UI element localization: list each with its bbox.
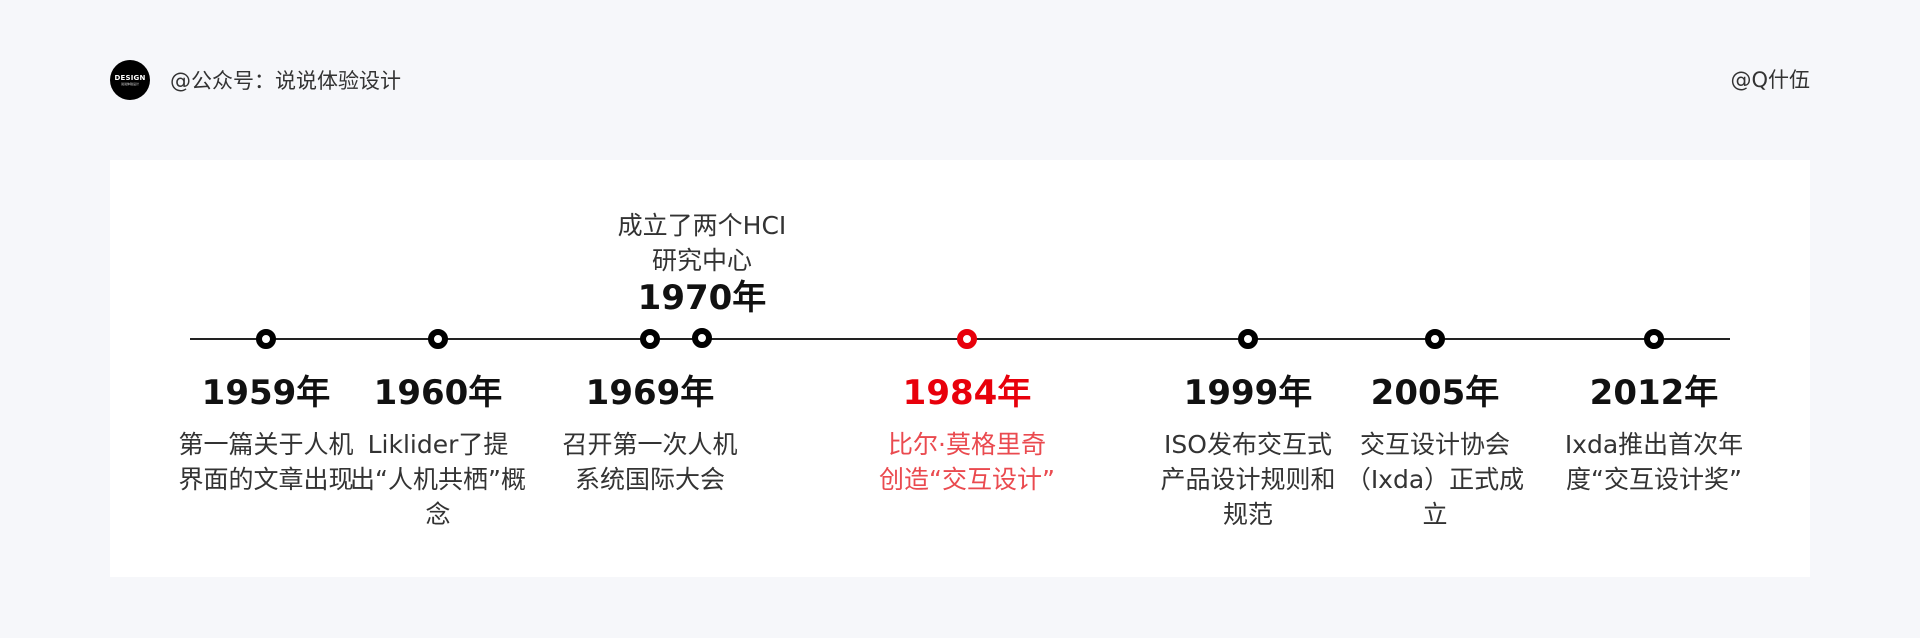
logo-subtext: 说说体验设计: [120, 81, 139, 86]
timeline-marker-icon: [957, 329, 977, 349]
timeline-marker-icon: [692, 328, 712, 348]
event-description: 第一篇关于人机界面的文章出现: [178, 430, 354, 494]
event-year: 2012年: [1589, 373, 1719, 413]
timeline-marker-icon: [1644, 329, 1664, 349]
event-description: 交互设计协会（Ixda）正式成立: [1345, 430, 1525, 529]
event-description: 召开第一次人机系统国际大会: [562, 430, 738, 494]
author-name: @Q什伍: [1730, 68, 1810, 92]
timeline-marker-icon: [428, 329, 448, 349]
timeline-marker-icon: [640, 329, 660, 349]
design-logo: DESIGN 说说体验设计: [110, 60, 150, 100]
event-description: Ixda推出首次年度“交互设计奖”: [1564, 430, 1744, 494]
event-year: 2005年: [1370, 373, 1500, 413]
timeline-marker-icon: [1238, 329, 1258, 349]
header-brand: DESIGN 说说体验设计 @公众号：说说体验设计: [110, 60, 401, 100]
timeline-marker-icon: [256, 329, 276, 349]
event-year: 1984年: [902, 373, 1032, 413]
event-year: 1999年: [1183, 373, 1313, 413]
logo-text: DESIGN: [114, 73, 146, 82]
timeline-card: 1959年 第一篇关于人机界面的文章出现 1960年 Liklider了提出“人…: [110, 160, 1810, 577]
event-year: 1969年: [585, 373, 715, 413]
event-year: 1959年: [201, 373, 331, 413]
event-year: 1970年: [637, 278, 767, 318]
event-year: 1960年: [373, 373, 503, 413]
event-description: ISO发布交互式产品设计规则和规范: [1160, 430, 1336, 529]
event-description: 成立了两个HCI研究中心: [617, 211, 787, 275]
event-description: Liklider了提出“人机共栖”概念: [350, 430, 526, 529]
account-name: @公众号：说说体验设计: [170, 69, 401, 93]
timeline-marker-icon: [1425, 329, 1445, 349]
event-description: 比尔·莫格里奇创造“交互设计”: [879, 430, 1055, 494]
